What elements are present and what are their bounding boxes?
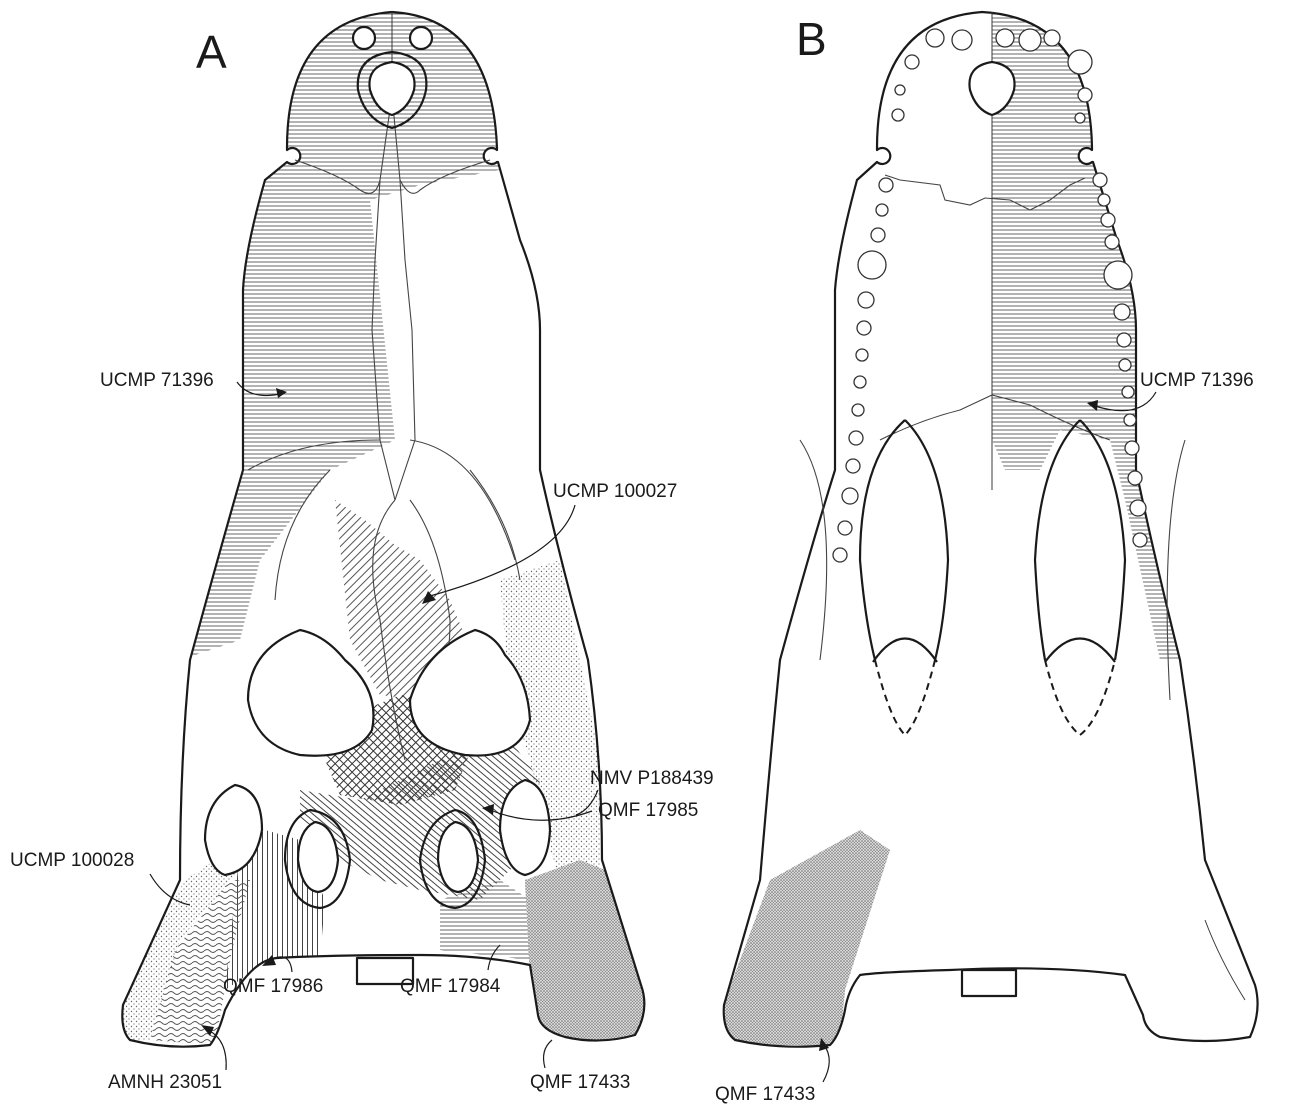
region-qmf-17433-a bbox=[525, 860, 645, 1040]
label-qmf-17433-b: QMF 17433 bbox=[715, 1084, 815, 1105]
label-qmf-17433-a: QMF 17433 bbox=[530, 1072, 630, 1093]
label-qmf-17984: QMF 17984 bbox=[400, 976, 501, 997]
label-qmf-17985: QMF 17985 bbox=[598, 800, 698, 821]
label-nmv-p188439: NMV P188439 bbox=[590, 768, 714, 789]
label-qmf-17986: QMF 17986 bbox=[223, 976, 323, 997]
label-ucmp-100027: UCMP 100027 bbox=[553, 481, 677, 502]
region-qmf-17433-b bbox=[725, 830, 890, 1045]
label-ucmp-100028: UCMP 100028 bbox=[10, 850, 134, 871]
label-ucmp-71396-a: UCMP 71396 bbox=[100, 370, 214, 391]
label-amnh-23051: AMNH 23051 bbox=[108, 1072, 222, 1093]
panel-a-letter: A bbox=[196, 26, 227, 78]
label-ucmp-71396-b: UCMP 71396 bbox=[1140, 370, 1254, 391]
panel-b-skull: B bbox=[724, 0, 1258, 1047]
panel-b-letter: B bbox=[796, 13, 827, 65]
